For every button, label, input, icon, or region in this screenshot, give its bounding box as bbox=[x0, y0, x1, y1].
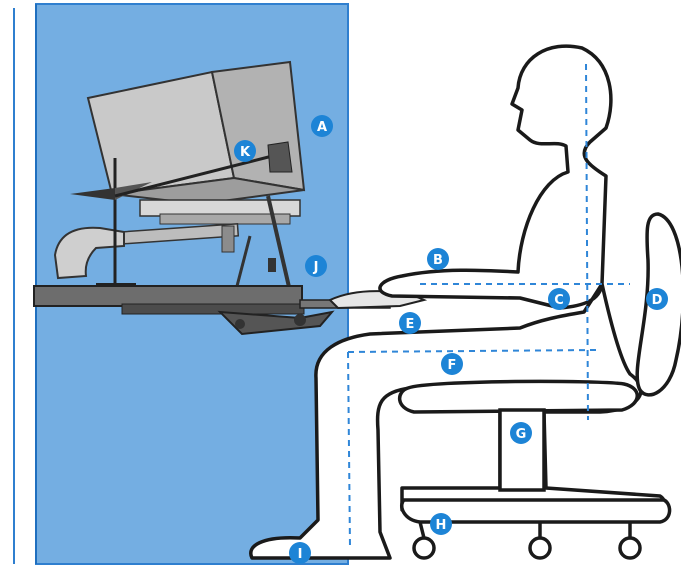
keyboard-arm bbox=[234, 195, 294, 301]
callout-g: G bbox=[510, 422, 532, 444]
monitor bbox=[86, 60, 306, 225]
callout-b: B bbox=[427, 248, 449, 270]
sight-target bbox=[267, 141, 293, 173]
svg-text:J: J bbox=[313, 260, 319, 275]
svg-text:B: B bbox=[433, 253, 443, 268]
callout-k: K bbox=[234, 140, 256, 162]
callout-d: D bbox=[646, 288, 668, 310]
svg-text:K: K bbox=[240, 145, 251, 160]
callout-f: F bbox=[441, 353, 463, 375]
callout-h: H bbox=[430, 513, 452, 535]
chair-seat bbox=[398, 379, 639, 414]
svg-text:A: A bbox=[317, 120, 327, 135]
sight-line bbox=[114, 150, 289, 198]
svg-text:I: I bbox=[298, 547, 303, 562]
svg-text:F: F bbox=[448, 358, 457, 373]
callout-e: E bbox=[399, 312, 421, 334]
svg-text:E: E bbox=[406, 317, 415, 332]
callout-a: A bbox=[311, 115, 333, 137]
monitor-arm bbox=[53, 223, 240, 280]
desk bbox=[33, 285, 335, 336]
guide-lines bbox=[347, 63, 630, 549]
svg-text:H: H bbox=[436, 518, 447, 533]
svg-text:D: D bbox=[652, 293, 663, 308]
callout-i: I bbox=[289, 542, 311, 564]
chair-base bbox=[399, 498, 672, 560]
chair-column bbox=[498, 408, 546, 492]
svg-text:G: G bbox=[516, 427, 527, 442]
callout-j: J bbox=[305, 255, 327, 277]
callout-c: C bbox=[548, 288, 570, 310]
svg-text:C: C bbox=[554, 293, 564, 308]
